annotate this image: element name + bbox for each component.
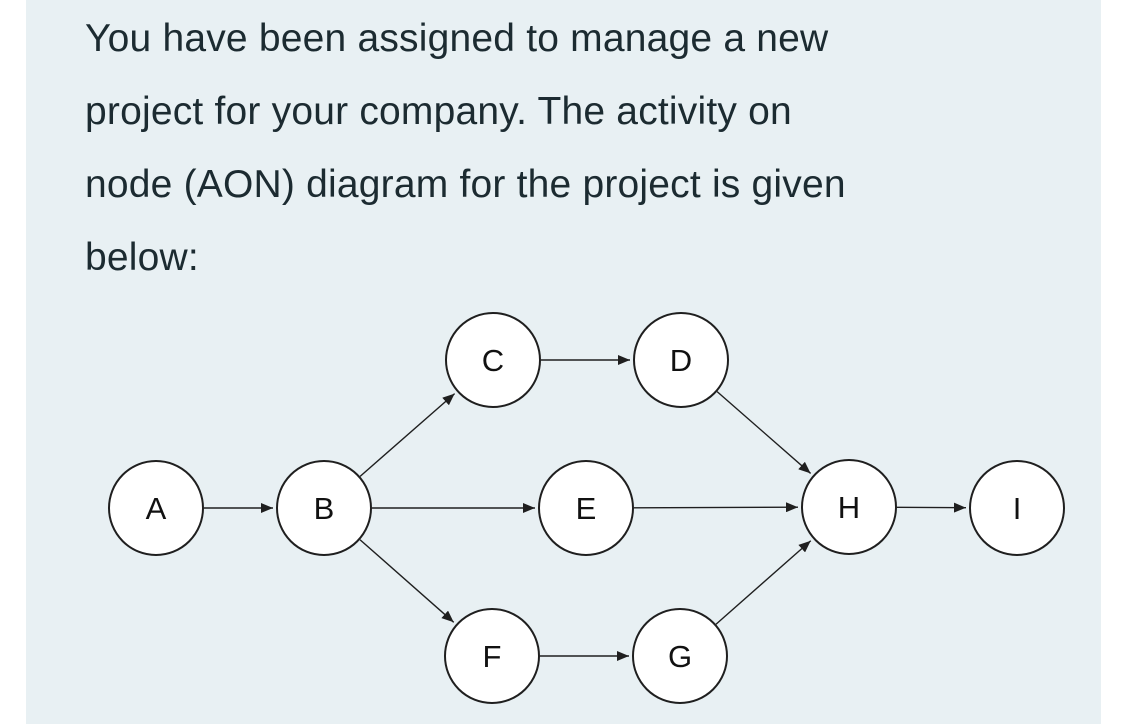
edge-B-C: [359, 393, 456, 477]
question-line-1: You have been assigned to manage a new: [85, 17, 829, 60]
node-label-H: H: [838, 490, 860, 525]
node-D: [633, 312, 729, 408]
edge-B-F: [359, 539, 455, 623]
node-label-E: E: [576, 491, 597, 526]
node-E: [538, 460, 634, 556]
node-G: [632, 608, 728, 704]
node-F: [444, 608, 540, 704]
question-text: You have been assigned to manage a new p…: [85, 2, 846, 294]
node-H: [801, 459, 897, 555]
node-label-I: I: [1013, 491, 1022, 526]
node-label-D: D: [670, 343, 692, 378]
question-line-4: below:: [85, 236, 199, 279]
node-label-F: F: [483, 639, 502, 674]
node-label-B: B: [314, 491, 335, 526]
node-A: [108, 460, 204, 556]
node-label-G: G: [668, 639, 692, 674]
node-B: [276, 460, 372, 556]
node-label-A: A: [146, 491, 167, 526]
edge-G-H: [715, 540, 812, 625]
node-C: [445, 312, 541, 408]
question-line-2: project for your company. The activity o…: [85, 90, 792, 133]
question-line-3: node (AON) diagram for the project is gi…: [85, 163, 846, 206]
edge-D-H: [716, 391, 812, 474]
edge-E-H: [633, 502, 799, 513]
question-panel: [26, 0, 1101, 724]
node-label-C: C: [482, 343, 504, 378]
node-I: [969, 460, 1065, 556]
